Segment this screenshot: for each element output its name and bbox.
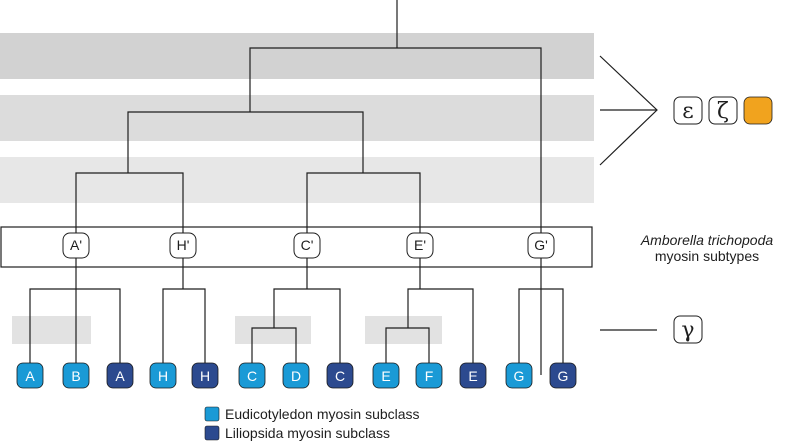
leaf-node: G	[549, 362, 577, 389]
band-ef	[365, 316, 442, 344]
gamma-symbol: γ	[681, 318, 694, 343]
subtype-label: G'	[534, 237, 548, 253]
leaf-label: A	[25, 368, 35, 384]
legend-liliopsida-swatch	[204, 425, 220, 441]
subtype-label: C'	[301, 237, 314, 253]
band-ab	[12, 316, 91, 344]
zeta-node	[708, 96, 738, 125]
leaf-node: D	[282, 362, 310, 389]
orange-square-icon	[743, 96, 773, 125]
leaf-node: H	[149, 362, 177, 389]
leaf-node: G	[505, 362, 533, 389]
band-lower	[0, 157, 594, 203]
leaf-node: C	[326, 362, 354, 389]
legend: Eudicotyledon myosin subclass Liliopsida…	[204, 406, 420, 441]
upper-tree-edges	[75, 0, 542, 375]
legend-liliopsida-label: Liliopsida myosin subclass	[225, 425, 390, 441]
subtype-node-e-prime: E'	[406, 232, 434, 259]
leaf-label: F	[425, 368, 434, 384]
amborella-row-frame	[0, 226, 593, 268]
leaf-node: C	[238, 362, 266, 389]
amborella-subtitle-label: myosin subtypes	[655, 248, 759, 264]
subtype-label: H'	[177, 237, 190, 253]
band-middle	[0, 95, 594, 141]
zeta-symbol: ζ	[717, 99, 729, 124]
gamma-node	[673, 315, 703, 344]
leaf-label: G	[558, 368, 569, 384]
leaf-label: H	[200, 368, 210, 384]
leaf-node: E	[459, 362, 487, 389]
band-cd	[235, 316, 311, 344]
subtype-node-g-prime: G'	[527, 232, 555, 259]
leaf-label: A	[115, 368, 125, 384]
leaf-node: B	[62, 362, 90, 389]
epsilon-symbol: ε	[682, 99, 693, 124]
legend-eudicot-swatch	[204, 406, 220, 422]
leaf-node: H	[191, 362, 219, 389]
upper-subtype-annotation: ε ζ	[599, 55, 773, 166]
leaf-label: B	[71, 368, 80, 384]
leaf-label: E	[468, 368, 477, 384]
leaf-label: D	[291, 368, 301, 384]
amborella-species-label: Amborella trichopoda	[640, 232, 774, 248]
leaf-label: C	[247, 368, 257, 384]
leaf-label: C	[335, 368, 345, 384]
band-top	[0, 33, 594, 79]
lower-tree-edges	[29, 258, 564, 375]
leaf-node: E	[372, 362, 400, 389]
leaf-node: F	[415, 362, 443, 389]
subtype-node-c-prime: C'	[293, 232, 321, 259]
leaf-label: E	[381, 368, 390, 384]
subtype-label: E'	[414, 237, 426, 253]
leaf-row: A B A H H C D C E F E G G	[16, 362, 577, 389]
leaf-label: G	[514, 368, 525, 384]
subtype-node-a-prime: A'	[62, 232, 90, 259]
epsilon-node	[673, 96, 703, 125]
leaf-label: H	[158, 368, 168, 384]
leaf-node: A	[106, 362, 134, 389]
gamma-annotation: γ	[600, 315, 703, 344]
leaf-node: A	[16, 362, 44, 389]
legend-eudicot-label: Eudicotyledon myosin subclass	[225, 406, 420, 422]
subtype-label: A'	[70, 237, 82, 253]
subtype-node-h-prime: H'	[169, 232, 197, 259]
